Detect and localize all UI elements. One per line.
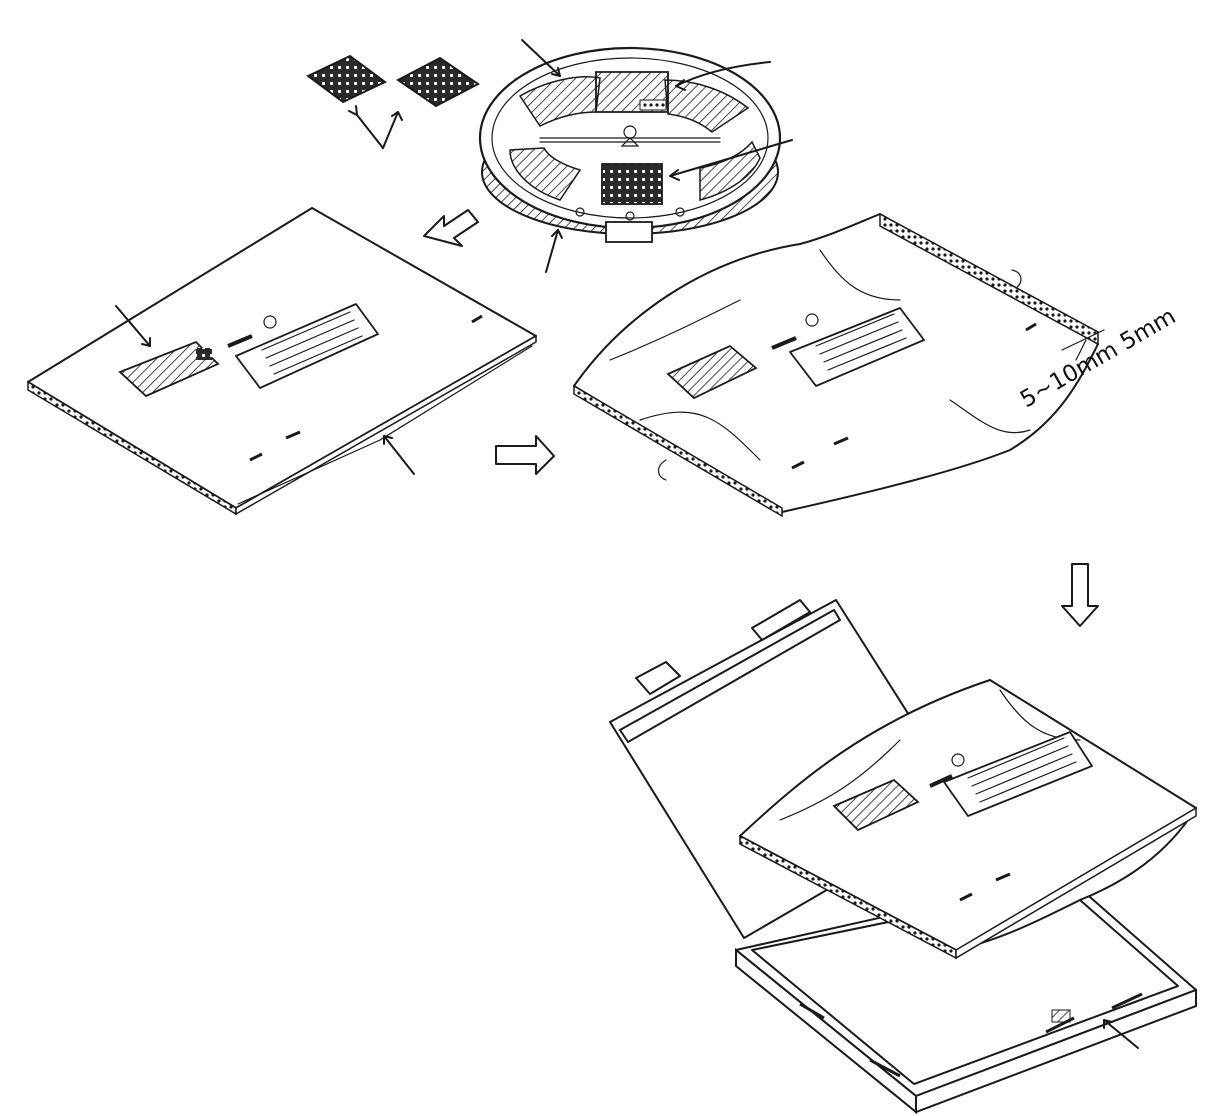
tape-reel — [478, 39, 793, 273]
electronic-modules — [306, 54, 480, 149]
flow-arrow-down — [1061, 563, 1099, 627]
sealed-bag: 5~10mm 5mm — [573, 212, 1180, 518]
flat-bag — [27, 207, 537, 516]
flow-arrow-right — [495, 435, 555, 475]
shipping-box — [609, 599, 1197, 1115]
flow-arrow-down-left — [423, 209, 479, 247]
